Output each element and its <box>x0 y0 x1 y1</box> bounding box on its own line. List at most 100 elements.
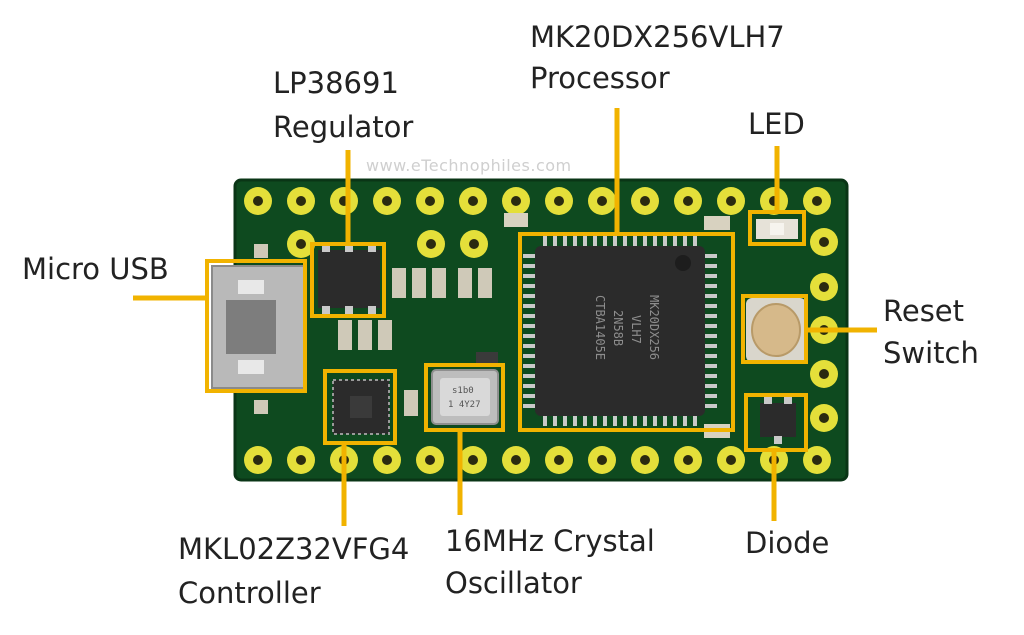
smd-cap <box>378 320 392 350</box>
pin-pad <box>545 187 573 215</box>
controller-highlight <box>323 369 397 445</box>
crystal-highlight <box>424 363 505 432</box>
processor-marking: VLH7 <box>629 315 643 344</box>
processor-pin <box>703 284 717 288</box>
processor-pin <box>703 394 717 398</box>
processor-pin <box>673 414 677 426</box>
smd-cap <box>338 320 352 350</box>
controller-chip <box>332 379 390 435</box>
diode-lead <box>774 436 782 444</box>
pin-pad <box>244 187 272 215</box>
controller-dot <box>350 396 372 418</box>
pin-pad <box>417 230 445 258</box>
processor-pin <box>523 404 537 408</box>
processor-pin <box>703 374 717 378</box>
diode-body <box>760 403 796 437</box>
processor-pin <box>523 384 537 388</box>
processor-pin <box>653 414 657 426</box>
processor-pin <box>523 324 537 328</box>
processor-pin <box>523 284 537 288</box>
smd-cap <box>254 244 268 258</box>
crystal-lid <box>440 378 490 416</box>
smd-res <box>504 213 528 227</box>
regulator-pin <box>345 306 353 314</box>
pin-pad <box>674 446 702 474</box>
processor-pin <box>523 304 537 308</box>
processor-pin <box>703 354 717 358</box>
processor-pin <box>703 344 717 348</box>
controller-label-name: Controller <box>178 576 321 610</box>
processor-pins <box>523 236 717 426</box>
micro-usb-label: Micro USB <box>22 252 169 286</box>
processor-pin <box>663 414 667 426</box>
pin-pad <box>373 446 401 474</box>
processor-pin <box>693 414 697 426</box>
processor-pin <box>523 254 537 258</box>
processor-pin <box>703 294 717 298</box>
smd-res <box>704 216 730 230</box>
processor-marking: MK20DX256 <box>647 295 661 360</box>
processor-pin <box>703 324 717 328</box>
processor-pin <box>523 294 537 298</box>
processor-pin <box>523 354 537 358</box>
pin-pad <box>244 446 272 474</box>
processor-pin <box>593 414 597 426</box>
pin-pad <box>287 446 315 474</box>
pin-pad <box>416 446 444 474</box>
pin-pad <box>810 228 838 256</box>
crystal-marking: 1 4Y27 <box>448 400 481 410</box>
micro-usb-highlight <box>205 259 307 393</box>
processor-pin <box>683 414 687 426</box>
processor-pin <box>673 236 677 248</box>
pin-pad <box>803 187 831 215</box>
smd-cap <box>358 320 372 350</box>
pin-pad <box>502 187 530 215</box>
processor-pin <box>703 334 717 338</box>
processor-label-part: MK20DX256VLH7 <box>530 20 785 54</box>
processor-pin <box>643 236 647 248</box>
pin-pad <box>330 187 358 215</box>
processor-pin <box>523 334 537 338</box>
processor-pin <box>703 314 717 318</box>
processor-pin <box>653 236 657 248</box>
pin-pad <box>502 446 530 474</box>
regulator-pin <box>368 306 376 314</box>
processor-pin <box>633 236 637 248</box>
micro-usb-connector <box>211 265 305 389</box>
usb-tab <box>238 280 264 294</box>
regulator-pin <box>322 244 330 252</box>
diode-lead <box>784 396 792 404</box>
processor-pin <box>573 236 577 248</box>
processor-body <box>535 246 705 416</box>
smd-cap <box>392 268 406 298</box>
processor-pin <box>703 384 717 388</box>
regulator-label-part: LP38691 <box>273 66 399 100</box>
processor-pin <box>703 264 717 268</box>
processor-pin <box>583 236 587 248</box>
crystal-label-line1: 16MHz Crystal <box>445 524 655 558</box>
smd-cap <box>432 268 446 298</box>
pin-pad <box>803 446 831 474</box>
processor-pin <box>523 314 537 318</box>
pin-pad <box>588 446 616 474</box>
processor-pin <box>703 254 717 258</box>
processor-pin <box>603 414 607 426</box>
processor-pin <box>633 414 637 426</box>
pin-pad <box>810 404 838 432</box>
led-label: LED <box>748 107 805 141</box>
pin-pad <box>674 187 702 215</box>
regulator-pin <box>322 306 330 314</box>
regulator-chip <box>318 244 380 314</box>
processor-pin <box>613 414 617 426</box>
processor-pin1-dot <box>675 255 691 271</box>
diode-lead <box>764 396 772 404</box>
processor-pin <box>523 274 537 278</box>
pin-pad <box>459 187 487 215</box>
usb-opening <box>226 300 276 354</box>
pin-pad <box>588 187 616 215</box>
smd-cap <box>254 400 268 414</box>
processor-pin <box>553 236 557 248</box>
processor-pin <box>693 236 697 248</box>
regulator-pin <box>345 244 353 252</box>
diode-label: Diode <box>745 526 830 560</box>
